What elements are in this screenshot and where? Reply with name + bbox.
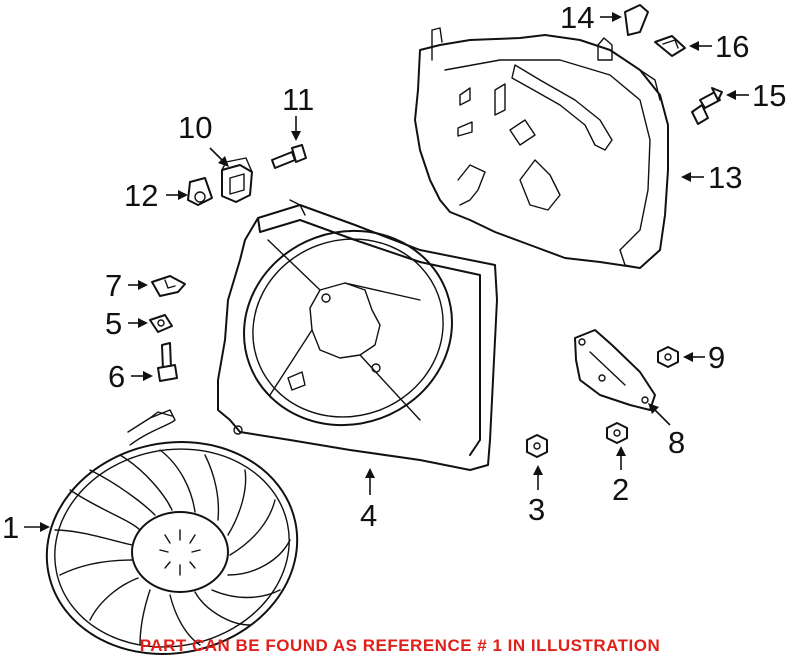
fan-shroud-part-13 [414,27,669,269]
push-pin-part-15 [691,87,723,125]
callout-14: 14 [560,0,594,35]
fan-frame-part-4 [217,199,498,471]
fan-assembly-part-1 [45,409,299,655]
callout-9: 9 [708,340,725,375]
bolt-part-6 [157,342,178,382]
retainer-clip-part-16 [654,35,686,57]
clip-part-14 [624,4,649,36]
callout-3: 3 [528,492,545,527]
callout-8: 8 [668,425,685,460]
nut-plate-part-5 [149,314,173,333]
bolt-part-11 [271,144,307,169]
callout-5: 5 [105,306,122,341]
reference-footnote: PART CAN BE FOUND AS REFERENCE # 1 IN IL… [139,636,661,655]
nut-part-3 [526,434,548,458]
callout-4: 4 [360,498,377,533]
clip-nut-part-12 [187,177,213,206]
bracket-part-10 [221,157,253,203]
callout-13: 13 [708,160,742,195]
nut-part-2 [606,422,628,444]
callout-6: 6 [108,359,125,394]
callout-1: 1 [2,510,19,545]
callout-15: 15 [752,78,786,113]
callout-10: 10 [178,110,212,145]
bracket-plate-part-8 [574,329,656,411]
nut-part-9 [657,346,679,368]
leader-lines [24,12,749,532]
callout-labels: 1 2 3 4 5 6 7 8 9 10 11 12 13 14 15 16 [2,0,786,545]
callout-16: 16 [715,29,749,64]
clip-part-7 [151,275,186,297]
callout-2: 2 [612,472,629,507]
callout-7: 7 [105,268,122,303]
callout-11: 11 [282,82,314,117]
callout-12: 12 [124,178,158,213]
